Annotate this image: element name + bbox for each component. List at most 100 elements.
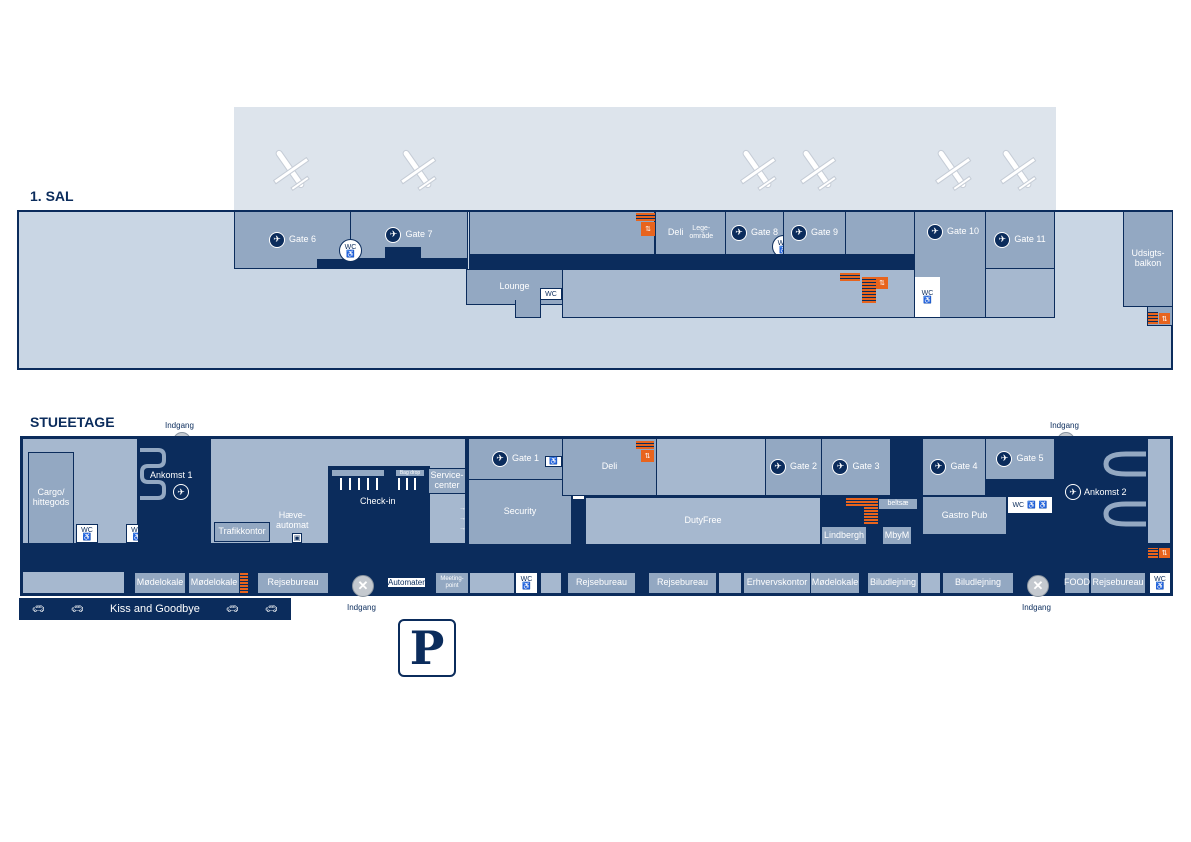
stairs-icon	[864, 498, 878, 524]
upper-corridor-block	[385, 247, 421, 261]
gate-3-area[interactable]: ✈Gate 3	[821, 438, 891, 496]
departure-icon: ✈	[769, 459, 786, 475]
wc-icon: WC♿	[515, 572, 538, 594]
stairs-icon	[636, 213, 656, 221]
stairs-icon	[636, 441, 654, 449]
entrance-label: Indgang	[165, 421, 194, 430]
security[interactable]: Security	[468, 479, 572, 545]
travel-agency-2[interactable]: Rejsebureau	[567, 572, 636, 594]
gate-2-area[interactable]: ✈Gate 2	[765, 438, 822, 496]
car-rental-1[interactable]: Biludlejning	[867, 572, 919, 594]
stairs-icon	[862, 277, 876, 303]
wc-icon: WC♿	[76, 524, 98, 543]
traffic-office[interactable]: Trafikkontor	[214, 522, 270, 542]
gate-9-area[interactable]: ✈Gate 9	[783, 211, 846, 255]
upper-floor-title: 1. SAL	[30, 188, 74, 204]
baggage-belt-icon	[140, 448, 166, 500]
atm-label: Hæve- automat	[276, 510, 309, 530]
kiss-and-goodbye-label: Kiss and Goodbye	[110, 603, 200, 615]
wc-icon: WC	[540, 288, 562, 300]
kiss-and-goodbye-lane[interactable]: 🚗︎ 🚗︎ Kiss and Goodbye 🚗︎ 🚗︎	[19, 598, 291, 620]
meeting-room-1[interactable]: Mødelokale	[134, 572, 186, 594]
cargo-room[interactable]: Cargo/ hittegods	[28, 452, 74, 544]
plane-icon	[739, 149, 777, 191]
lindbergh[interactable]: Lindbergh	[821, 526, 867, 545]
baggage-belt-icon	[1103, 451, 1146, 527]
departure-icon: ✈	[491, 451, 508, 467]
gate-5-area[interactable]: ✈Gate 5	[985, 438, 1055, 480]
bag-drop[interactable]: Bag drop	[396, 470, 424, 476]
plane-icon	[272, 149, 310, 191]
automats-row	[394, 587, 428, 592]
business-office[interactable]: Erhvervskontor	[743, 572, 811, 594]
travel-agency-3[interactable]: Rejsebureau	[648, 572, 717, 594]
elevator-icon: ⇅	[1159, 548, 1170, 558]
departure-icon: ✈	[996, 451, 1013, 467]
viewing-balcony[interactable]: Udsigts- balkon	[1123, 211, 1173, 307]
elevator-icon: ⇅	[876, 277, 888, 289]
automats-icon[interactable]	[390, 572, 428, 592]
bottom-room	[540, 572, 562, 594]
departure-icon: ✈	[385, 227, 402, 243]
car-rental-2[interactable]: Biludlejning	[942, 572, 1014, 594]
bagdrop-desks	[398, 478, 420, 490]
service-center[interactable]: Service- center	[428, 468, 466, 494]
bottom-room	[920, 572, 941, 594]
bottom-room	[22, 571, 125, 594]
upper-room	[845, 211, 915, 255]
wc-icon: WC♿	[1149, 572, 1171, 594]
car-icon: 🚗︎	[226, 603, 239, 615]
checkin-label[interactable]: Check-in	[360, 496, 396, 506]
meeting-room-2[interactable]: Mødelokale	[188, 572, 240, 594]
dutyfree[interactable]: DutyFree	[585, 497, 821, 545]
stairs-icon	[840, 273, 860, 281]
car-icon: 🚗︎	[265, 603, 278, 615]
gate-4-area[interactable]: ✈Gate 4	[922, 438, 986, 496]
elevator-icon: ⇅	[1159, 313, 1170, 324]
upper-corridor	[469, 254, 915, 269]
deli-upper[interactable]: Deli Lege- område	[655, 211, 726, 255]
meeting-point[interactable]: Meeting- point	[435, 572, 469, 594]
direction-arrows: →→→	[459, 505, 466, 532]
wc-icon: ♿	[545, 456, 562, 467]
arrival-icon: ✈	[1065, 484, 1081, 500]
upper-corridor-left	[317, 259, 468, 269]
elevator-icon: ⇅	[641, 222, 655, 236]
car-icon: 🚗︎	[71, 603, 84, 615]
departure-icon: ✈	[994, 232, 1011, 248]
bottom-room	[718, 572, 742, 594]
wc-icon: WC♿	[339, 239, 362, 262]
entrance-icon[interactable]: ✕	[352, 575, 374, 597]
travel-agency-4[interactable]: Rejsebureau	[1090, 572, 1146, 594]
plane-icon	[799, 149, 837, 191]
entrance-label: Indgang	[1022, 603, 1051, 612]
stairs-icon	[1148, 312, 1158, 324]
arrival-icon: ✈	[173, 484, 189, 500]
car-icon: 🚗︎	[32, 603, 45, 615]
entrance-icon[interactable]: ✕	[1027, 575, 1049, 597]
atm-icon[interactable]: ▣	[292, 533, 302, 543]
parking-icon[interactable]: P	[398, 619, 456, 677]
gastro-pub[interactable]: Gastro Pub	[922, 496, 1007, 535]
east-room	[1147, 438, 1171, 544]
meeting-room-3[interactable]: Mødelokale	[810, 572, 860, 594]
travel-agency-1[interactable]: Rejsebureau	[257, 572, 329, 594]
departure-icon: ✈	[268, 232, 285, 248]
stairs-icon	[1148, 548, 1158, 558]
upper-room-east	[985, 268, 1055, 318]
entrance-label: Indgang	[1050, 421, 1079, 430]
lounge-annex	[515, 300, 541, 318]
departure-icon: ✈	[930, 459, 947, 475]
food[interactable]: FOOD	[1064, 572, 1090, 594]
gate-11-area[interactable]: ✈Gate 11	[985, 211, 1055, 269]
mbym[interactable]: MbyM	[882, 526, 912, 545]
gate-8-area[interactable]: ✈Gate 8	[725, 211, 784, 255]
ground-floor-title: STUEETAGE	[30, 414, 115, 430]
arrival-1-label: Ankomst 1	[150, 470, 193, 480]
departure-icon: ✈	[790, 225, 807, 241]
departure-icon: ✈	[730, 225, 747, 241]
stairs-icon	[846, 498, 864, 506]
bottom-room	[469, 572, 515, 594]
entrance-label: Indgang	[347, 603, 376, 612]
beltsx-room[interactable]: beltsæ	[878, 498, 918, 510]
